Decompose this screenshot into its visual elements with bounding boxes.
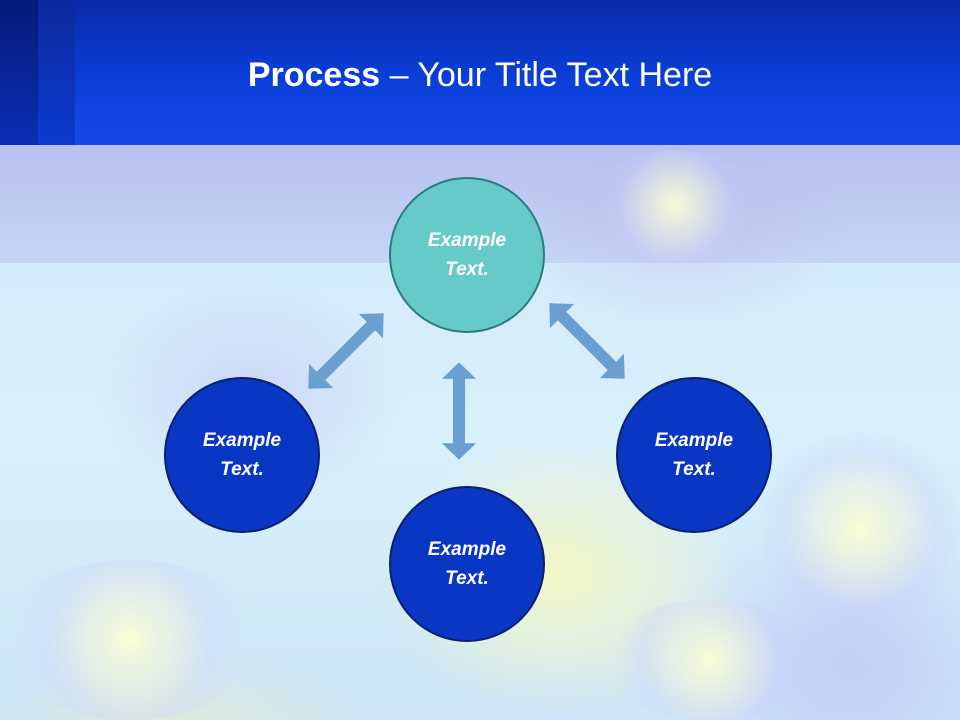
node-label: Example Text. (182, 426, 302, 484)
node-label: Example Text. (407, 535, 527, 593)
node-label-line: Example (427, 230, 507, 251)
node-label-line: Text. (672, 459, 716, 480)
slide-title-bold: Process (247, 56, 381, 94)
double-arrow-icon (537, 291, 637, 391)
node-label: Example Text. (634, 426, 754, 484)
double-arrow-icon (296, 301, 396, 401)
process-node-top[interactable]: Example Text. (389, 177, 545, 333)
double-arrow-icon (442, 362, 476, 460)
decorative-sparkle (0, 560, 260, 720)
node-label-line: Text. (220, 459, 264, 480)
header-accent-stripe (38, 0, 75, 145)
node-label-line: Text. (445, 259, 489, 280)
node-label-line: Text. (445, 568, 489, 589)
node-label-line: Example (202, 430, 282, 451)
node-label: Example Text. (407, 226, 527, 284)
title-band: Process – Your Title Text Here (0, 0, 960, 145)
process-node-right[interactable]: Example Text. (616, 377, 772, 533)
slide-title-rest: – Your Title Text Here (380, 56, 713, 94)
header-accent-stripe (0, 0, 38, 145)
slide-title[interactable]: Process – Your Title Text Here (0, 52, 960, 98)
decorative-sparkle (590, 150, 760, 260)
process-node-bottom[interactable]: Example Text. (389, 486, 545, 642)
node-label-line: Example (654, 430, 734, 451)
decorative-sparkle (600, 600, 820, 720)
node-label-line: Example (427, 539, 507, 560)
decorative-sparkle (760, 430, 960, 630)
process-node-left[interactable]: Example Text. (164, 377, 320, 533)
